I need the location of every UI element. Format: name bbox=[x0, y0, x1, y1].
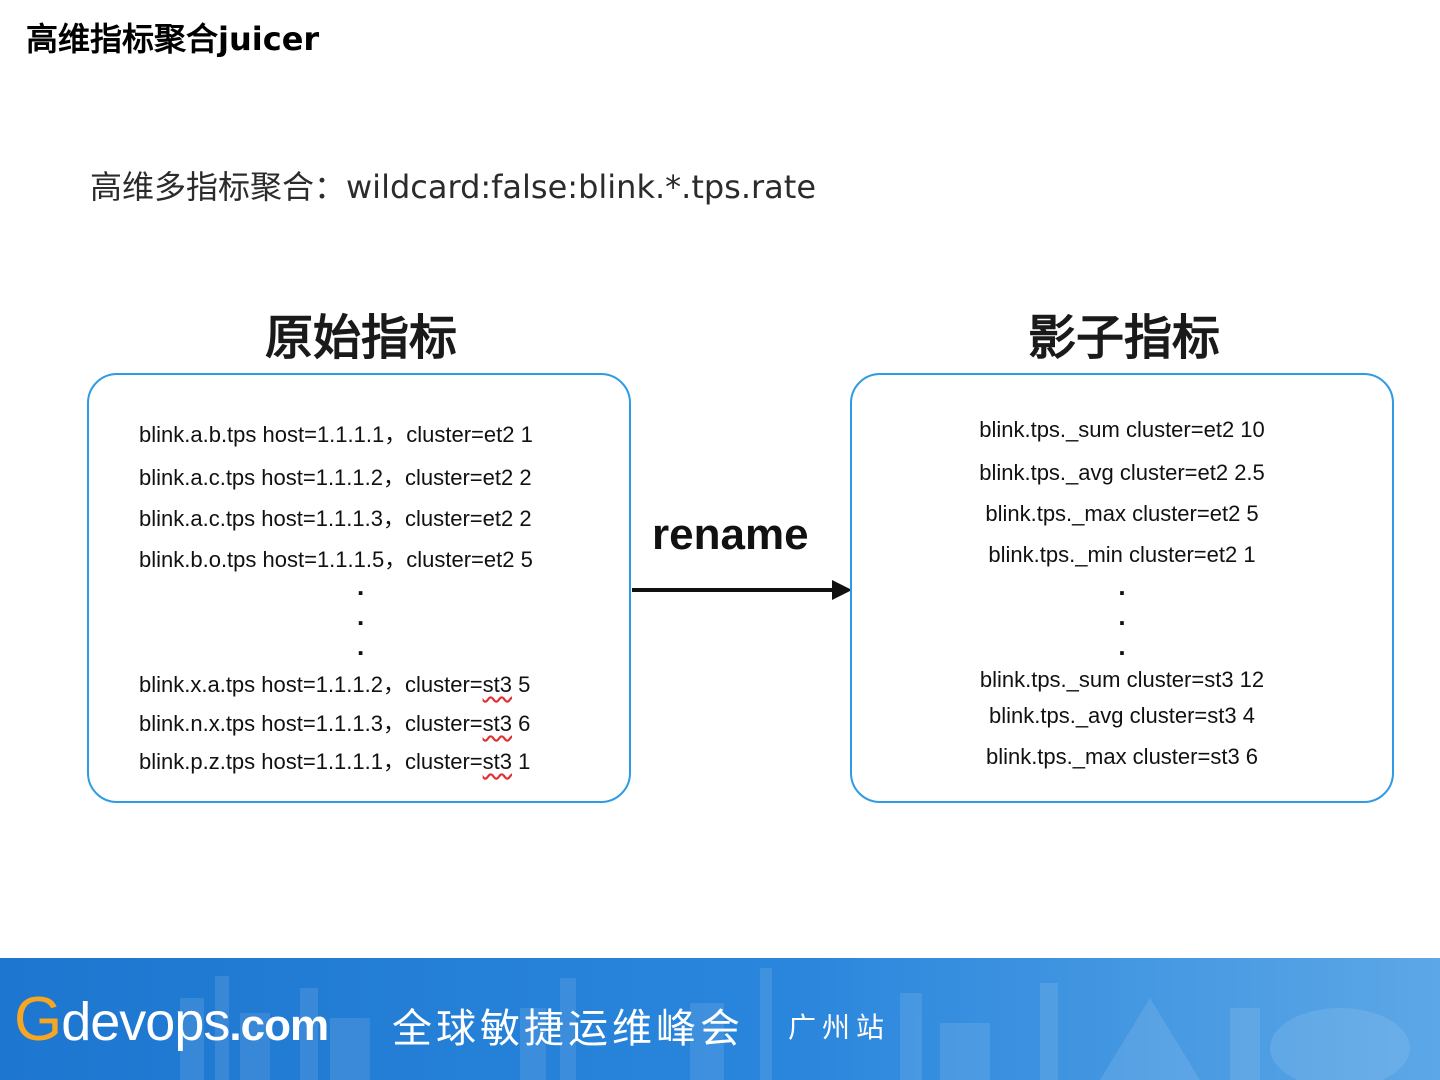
spellcheck-flag: st3 bbox=[482, 711, 512, 736]
slide-subtitle: 高维多指标聚合：wildcard:false:blink.*.tps.rate bbox=[90, 168, 817, 206]
rename-label: rename bbox=[652, 510, 809, 559]
raw-metric-line: blink.a.c.tps host=1.1.1.2，cluster=et2 2 bbox=[139, 465, 532, 490]
ellipsis-dot: . bbox=[357, 601, 365, 631]
spellcheck-flag: st3 bbox=[482, 749, 512, 774]
gdevops-logo: Gdevops.com bbox=[14, 985, 329, 1054]
ellipsis-dot: . bbox=[1118, 601, 1126, 631]
raw-metric-line: blink.x.a.tps host=1.1.1.2，cluster=st3 5 bbox=[139, 672, 531, 697]
raw-metric-line: blink.p.z.tps host=1.1.1.1，cluster=st3 1 bbox=[139, 749, 531, 774]
shadow-metrics-panel: blink.tps._sum cluster=et2 10 blink.tps.… bbox=[850, 373, 1394, 803]
raw-metric-line: blink.n.x.tps host=1.1.1.3，cluster=st3 6 bbox=[139, 711, 531, 736]
shadow-metric-line: blink.tps._min cluster=et2 1 bbox=[988, 542, 1256, 567]
ellipsis-dot: . bbox=[1118, 571, 1126, 601]
shadow-metric-line: blink.tps._sum cluster=st3 12 bbox=[979, 667, 1265, 692]
raw-metric-line: blink.a.b.tps host=1.1.1.1，cluster=et2 1 bbox=[139, 422, 533, 447]
right-panel-heading: 影子指标 bbox=[1027, 310, 1220, 366]
left-panel-heading: 原始指标 bbox=[264, 310, 457, 366]
event-name: 全球敏捷运维峰会 bbox=[392, 1006, 744, 1052]
ellipsis-dot: . bbox=[357, 631, 365, 661]
raw-metrics-panel: blink.a.b.tps host=1.1.1.1，cluster=et2 1… bbox=[87, 373, 631, 803]
footer-banner: Gdevops.com bbox=[0, 958, 1440, 1080]
ellipsis-dot: . bbox=[357, 571, 365, 601]
raw-metric-line: blink.a.c.tps host=1.1.1.3，cluster=et2 2 bbox=[139, 506, 532, 531]
shadow-metric-line: blink.tps._max cluster=et2 5 bbox=[985, 501, 1259, 526]
spellcheck-flag: st3 bbox=[482, 672, 512, 697]
raw-metric-line: blink.b.o.tps host=1.1.1.5，cluster=et2 5 bbox=[139, 547, 533, 572]
shadow-metric-line: blink.tps._sum cluster=et2 10 bbox=[979, 417, 1265, 442]
right-arrow-icon bbox=[632, 580, 852, 600]
shadow-metric-line: blink.tps._max cluster=st3 6 bbox=[985, 744, 1259, 769]
shadow-metric-line: blink.tps._avg cluster=et2 2.5 bbox=[979, 460, 1265, 485]
event-location: 广州站 bbox=[788, 1011, 891, 1044]
city-skyline-graphic bbox=[180, 968, 1410, 1080]
shadow-metric-line: blink.tps._avg cluster=st3 4 bbox=[989, 703, 1255, 728]
slide-title: 高维指标聚合juicer bbox=[26, 20, 320, 58]
ellipsis-dot: . bbox=[1118, 631, 1126, 661]
